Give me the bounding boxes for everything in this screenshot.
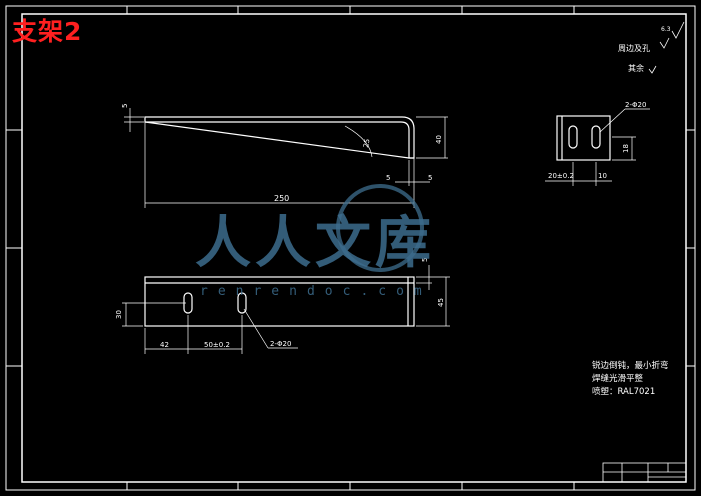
roughness-symbols [648, 21, 685, 74]
top-dim-holes: 2-Φ20 [270, 340, 291, 348]
front-view-profile [144, 116, 415, 159]
side-slot-1 [568, 125, 578, 149]
roughness-line2: 其余 [628, 63, 644, 73]
top-view-plate [144, 276, 415, 327]
side-view [556, 115, 611, 161]
front-dim-small-left: 5 [386, 174, 390, 182]
side-dim-holes: 2-Φ20 [625, 101, 646, 109]
top-dim-hole-y: 30 [115, 310, 123, 319]
watermark-circle [336, 184, 424, 272]
watermark-url: renrendoc.com [200, 284, 432, 299]
top-view-dims [122, 265, 450, 354]
note-line3: 喷塑：RAL7021 [592, 386, 655, 397]
front-dim-height: 40 [435, 135, 443, 144]
watermark-text: 人人文库 [195, 210, 435, 276]
side-dim-width: 10 [598, 172, 607, 180]
frame-ticks [6, 6, 695, 490]
top-dim-height: 45 [437, 298, 445, 307]
side-dim-spacing: 20±0.2 [548, 172, 574, 180]
note-line2: 焊缝光滑平整 [592, 373, 644, 384]
front-view [144, 116, 415, 159]
title-block [602, 462, 687, 483]
front-view-taper [144, 121, 410, 159]
front-view-dims [124, 108, 448, 208]
top-slot-2 [237, 292, 247, 314]
front-dim-length: 250 [274, 194, 289, 203]
side-view-plate [556, 115, 611, 161]
side-view-dims [545, 108, 650, 186]
side-dim-height: 18 [622, 144, 630, 153]
drawing-title: 支架2 [12, 17, 83, 46]
front-dim-angle: 25 [362, 138, 371, 148]
roughness-value: 6.3 [661, 26, 671, 33]
top-dim-thickness: 5 [421, 258, 429, 262]
note-line1: 锐边倒钝，最小折弯 [592, 360, 669, 371]
top-dim-pitch: 50±0.2 [204, 341, 230, 349]
top-dim-first: 42 [160, 341, 169, 349]
front-dim-thickness: 5 [121, 104, 129, 108]
roughness-line1: 周边及孔 [618, 43, 650, 53]
front-dim-small-right: 5 [428, 174, 432, 182]
side-slot-2 [591, 125, 601, 149]
